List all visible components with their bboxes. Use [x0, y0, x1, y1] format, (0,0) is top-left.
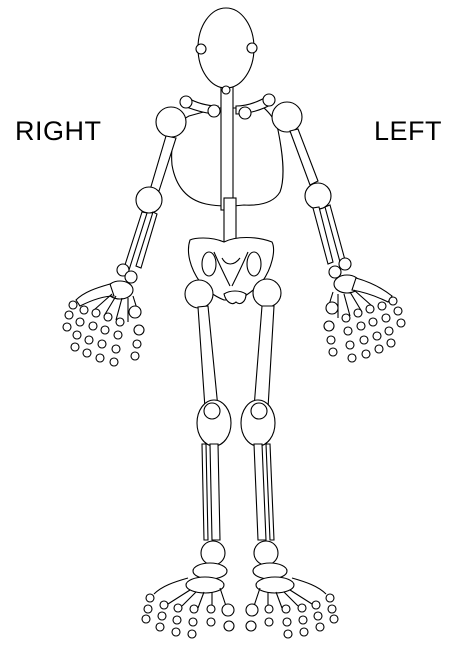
right-hand-fingers — [63, 294, 144, 366]
left-tarsal-2 — [256, 577, 294, 593]
left-side-label: LEFT — [374, 118, 442, 145]
left-wrist-1 — [339, 258, 351, 270]
right-ankle — [201, 541, 225, 565]
right-shoulder — [156, 107, 186, 137]
left-palm — [352, 278, 392, 302]
left-clavicle-joint — [263, 94, 275, 106]
neck-joint — [222, 86, 230, 94]
spine-upper — [221, 80, 233, 210]
left-fibula — [266, 444, 274, 540]
right-elbow — [136, 187, 162, 213]
left-humerus — [290, 129, 318, 185]
left-tibia — [254, 444, 266, 540]
right-clavicle-joint — [180, 96, 192, 108]
right-side-label: RIGHT — [15, 118, 102, 145]
left-jaw-joint — [247, 43, 257, 53]
spine-lumbar — [224, 198, 236, 244]
left-femur — [254, 306, 274, 408]
right-femur — [198, 306, 218, 408]
right-obturator — [202, 252, 216, 276]
sternum-right-joint — [208, 105, 220, 117]
left-tarsal-1 — [253, 563, 287, 579]
left-hand-fingers — [324, 290, 405, 362]
right-wrist-2 — [125, 271, 137, 283]
right-tibia — [210, 444, 220, 540]
left-hip — [253, 279, 281, 307]
left-elbow — [305, 183, 331, 209]
sternum-left-joint — [239, 107, 251, 119]
right-fibula — [202, 444, 208, 540]
left-patella — [251, 403, 267, 419]
left-shoulder — [272, 102, 302, 132]
right-hip — [185, 280, 213, 308]
left-obturator — [247, 252, 261, 276]
right-palm — [76, 284, 114, 306]
right-tarsal-1 — [193, 563, 227, 579]
pubic-symphysis — [224, 291, 246, 304]
right-jaw-joint — [196, 44, 206, 54]
right-tarsal-2 — [186, 577, 224, 593]
left-ankle — [254, 541, 278, 565]
right-patella — [204, 403, 220, 419]
